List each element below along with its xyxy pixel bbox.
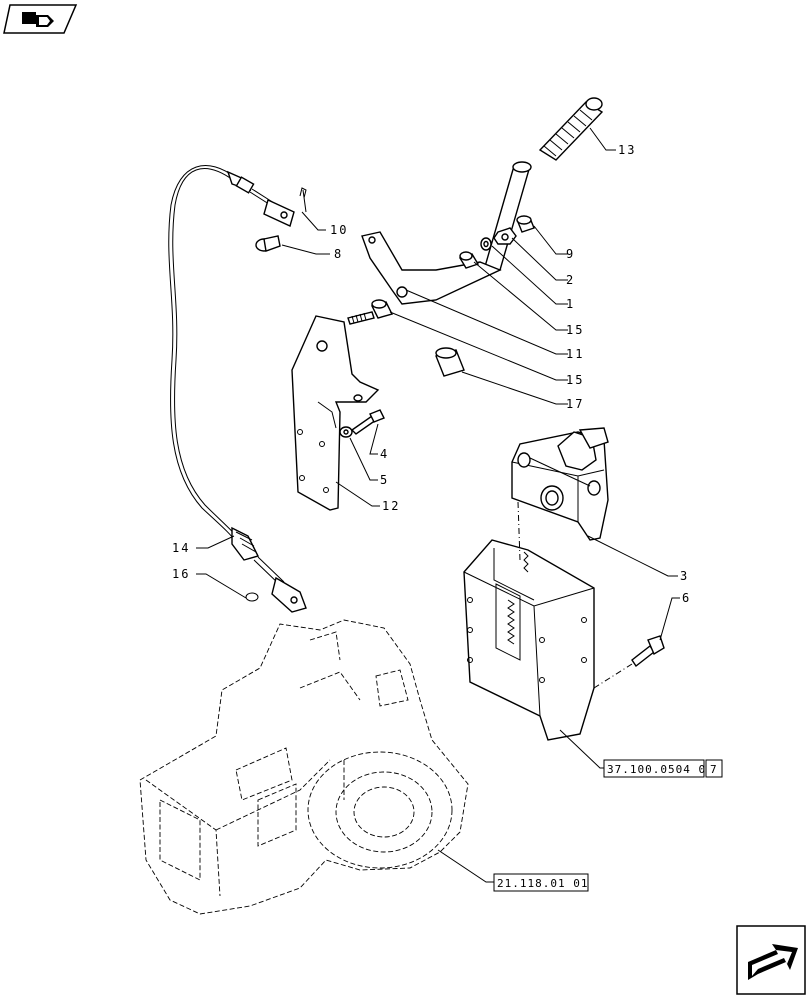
support-plate-12 bbox=[291, 315, 380, 511]
callout-17: 17 bbox=[566, 397, 584, 411]
cap-9 bbox=[516, 215, 535, 233]
clevis-pin-8 bbox=[255, 235, 281, 252]
callout-12: 12 bbox=[382, 499, 400, 513]
callout-4: 4 bbox=[380, 447, 389, 461]
reference-housing-section[interactable]: 21.118.01 01 bbox=[493, 873, 589, 892]
washer-5 bbox=[339, 426, 353, 438]
r-clip-10 bbox=[299, 187, 307, 213]
callout-8: 8 bbox=[334, 247, 343, 261]
callout-15-upper: 15 bbox=[566, 323, 584, 337]
next-page-arrow-icon[interactable] bbox=[736, 925, 806, 995]
stud-11 bbox=[347, 311, 375, 325]
washer-1 bbox=[480, 237, 492, 251]
callout-10: 10 bbox=[330, 223, 348, 237]
callout-15-lower: 15 bbox=[566, 373, 584, 387]
book-navigation-icon[interactable] bbox=[3, 4, 78, 34]
reference-hitch-page: 7 bbox=[710, 763, 718, 776]
nut-2 bbox=[493, 227, 517, 245]
control-cable bbox=[168, 165, 307, 613]
bolt-4 bbox=[350, 409, 385, 435]
callout-11: 11 bbox=[566, 347, 584, 361]
reference-housing-code: 21.118.01 01 bbox=[497, 877, 588, 890]
callout-16: 16 bbox=[172, 567, 190, 581]
callout-2: 2 bbox=[566, 273, 575, 287]
snap-ring-16 bbox=[245, 592, 259, 602]
reference-hitch-section[interactable]: 37.100.0504 01 7 bbox=[603, 759, 723, 778]
leader-lines bbox=[196, 127, 680, 883]
spacer-17 bbox=[435, 347, 465, 377]
callout-5: 5 bbox=[380, 473, 389, 487]
bushing-15-upper bbox=[458, 251, 480, 269]
hitch-head-3 bbox=[511, 427, 609, 541]
alignment-line-head bbox=[517, 501, 521, 561]
reference-hitch-code: 37.100.0504 01 bbox=[607, 763, 714, 776]
cable-lower-end-fitting bbox=[231, 526, 307, 613]
cable-upper-end-fitting bbox=[226, 170, 295, 227]
callout-13: 13 bbox=[618, 143, 636, 157]
callout-1: 1 bbox=[566, 297, 575, 311]
callout-3: 3 bbox=[680, 569, 689, 583]
lever-assembly bbox=[361, 161, 532, 305]
callout-9: 9 bbox=[566, 247, 575, 261]
hitch-guide-rail bbox=[463, 539, 595, 741]
bolt-6 bbox=[631, 635, 665, 668]
alignment-line-bolt bbox=[593, 663, 633, 689]
bushing-15-lower bbox=[370, 299, 394, 319]
callout-14: 14 bbox=[172, 541, 190, 555]
callout-6: 6 bbox=[682, 591, 691, 605]
lever-grip-13 bbox=[538, 97, 604, 161]
transmission-housing bbox=[139, 619, 469, 915]
